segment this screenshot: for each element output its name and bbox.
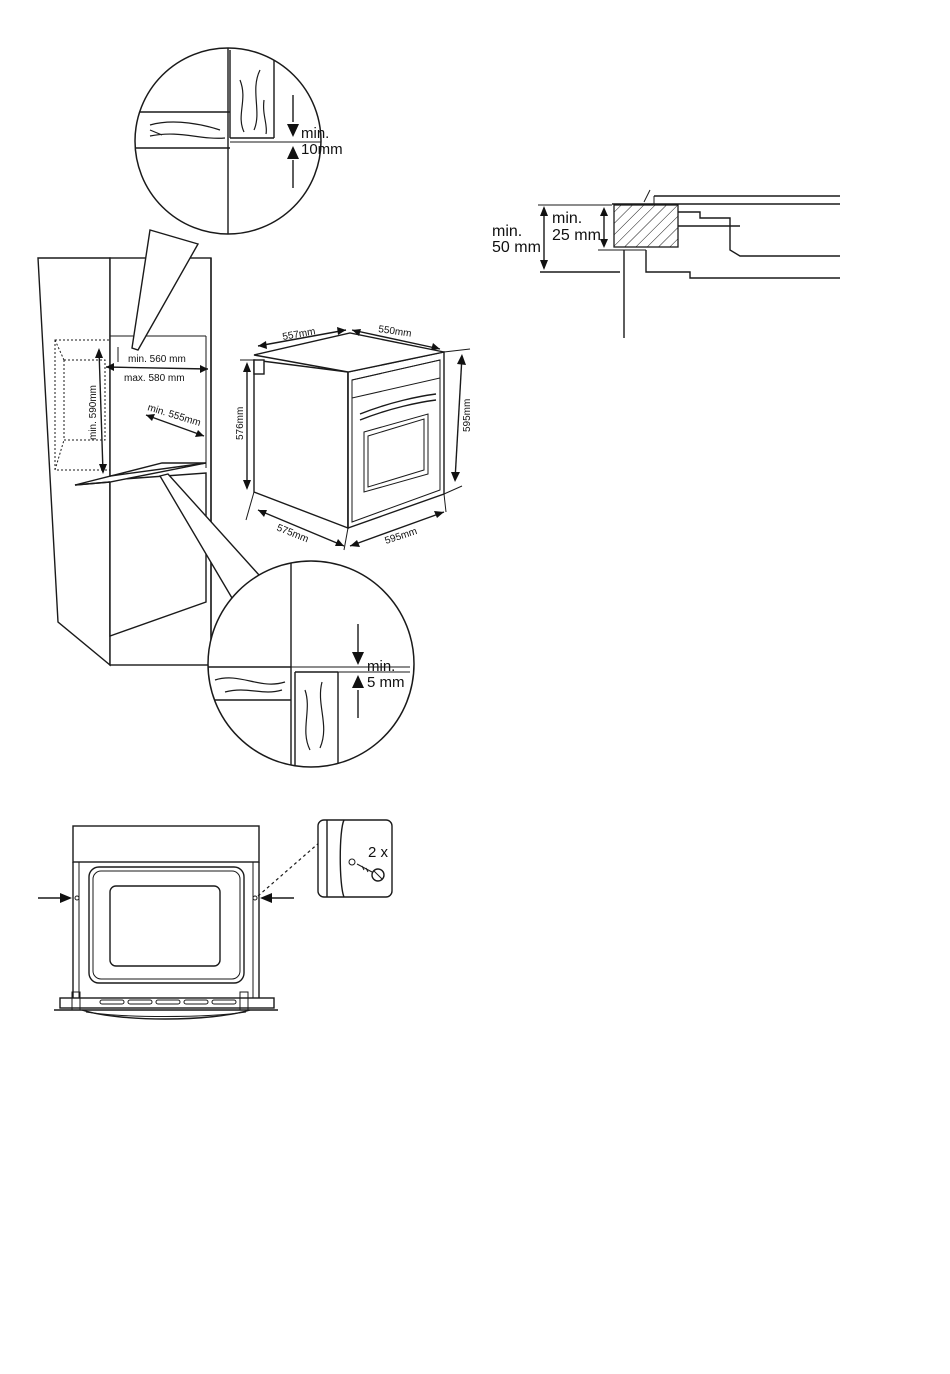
oven-bottom-depth-label: 575mm bbox=[275, 523, 310, 546]
oven-isometric bbox=[254, 333, 444, 528]
oven-bottom-width-label: 595mm bbox=[384, 526, 419, 547]
screw-detail: 2 x bbox=[318, 820, 392, 897]
cabinet-height-min-label: min. 590mm bbox=[88, 385, 99, 440]
screw-count-label: 2 x bbox=[368, 844, 389, 861]
tall-cabinet bbox=[38, 258, 211, 665]
oven-front-view bbox=[38, 826, 320, 1019]
hob-cross-section: min. 50 mm min. 25 mm bbox=[492, 190, 840, 338]
oven-top-depth-label: 557mm bbox=[282, 326, 317, 343]
cabinet-width-max-label: max. 580 mm bbox=[124, 373, 185, 384]
hob-outer-min-label: min. bbox=[492, 223, 522, 240]
top-clearance-value-label: 10mm bbox=[301, 141, 343, 158]
cabinet-width-min-label: min. 560 mm bbox=[128, 354, 186, 365]
hob-outer-value-label: 50 mm bbox=[492, 239, 541, 256]
bottom-clearance-value-label: 5 mm bbox=[367, 674, 405, 691]
top-clearance-min-label: min. bbox=[301, 125, 329, 142]
hob-inner-min-label: min. bbox=[552, 210, 582, 227]
oven-body-height-label: 576mm bbox=[235, 407, 246, 440]
hob-inner-value-label: 25 mm bbox=[552, 227, 601, 244]
bottom-clearance-min-label: min. bbox=[367, 658, 395, 675]
oven-front-height-label: 595mm bbox=[462, 399, 473, 432]
detail-circle-top: min. 10mm bbox=[130, 48, 343, 240]
